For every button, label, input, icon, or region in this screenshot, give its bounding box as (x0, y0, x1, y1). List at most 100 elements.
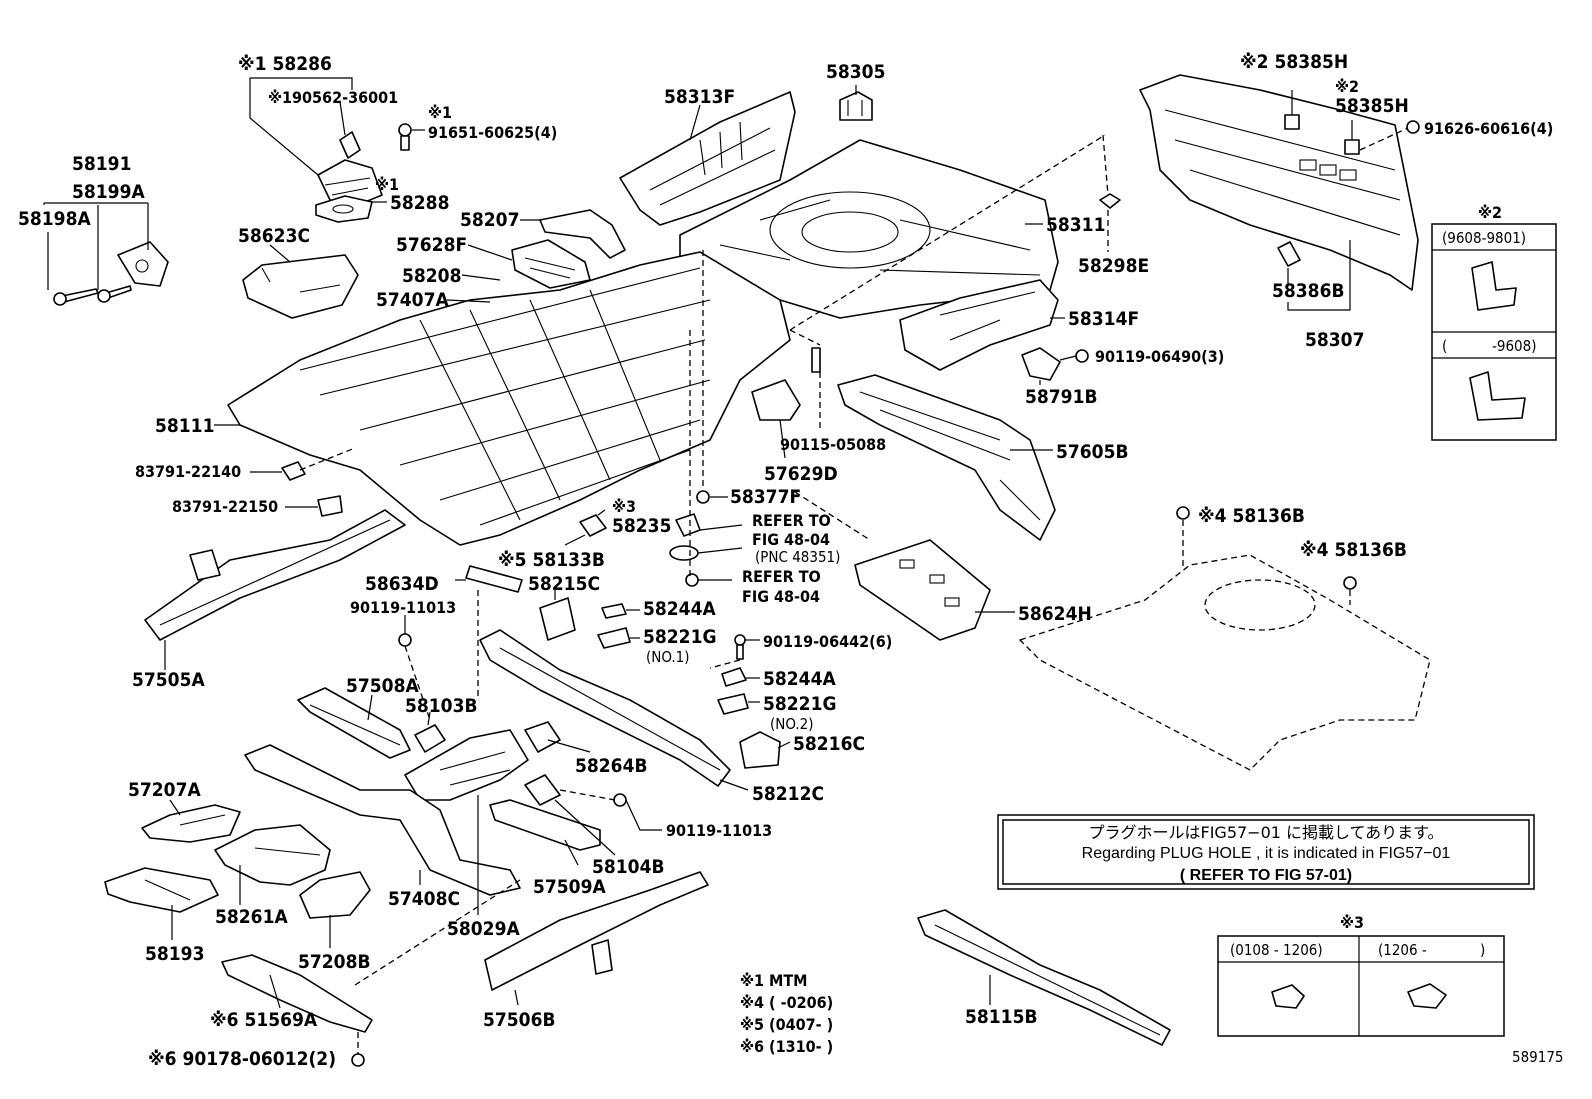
label-58207: 58207 (460, 209, 519, 231)
inset3-part-b (1407, 983, 1447, 1009)
leader-lines (43, 77, 1409, 1054)
part-57509A-shape (489, 799, 601, 851)
label-58029A: 58029A (447, 918, 520, 940)
label-51569A: ※6 51569A (210, 1009, 318, 1031)
inset2-bracket-a (1471, 261, 1517, 311)
label-refer1-a: REFER TO (752, 511, 831, 530)
inset3-col1-label: (0108 - 1206) (1230, 941, 1323, 959)
label-57508A: 57508A (346, 675, 419, 697)
label-58244A-2: 58244A (763, 668, 836, 690)
note-english: Regarding PLUG HOLE , it is indicated in… (1082, 845, 1451, 862)
part-58288-shape (315, 195, 373, 223)
label-refer1-c: (PNC 48351) (755, 548, 840, 566)
part-58215C-shape (539, 597, 576, 641)
label-57506B: 57506B (483, 1009, 556, 1031)
label-58288-mark: ※1 (375, 175, 399, 194)
label-58115B: 58115B (965, 1006, 1038, 1028)
legend-5: ※5 (0407- ) (740, 1015, 833, 1034)
part-57207A-shape (141, 804, 241, 843)
label-58305: 58305 (826, 61, 885, 83)
label-58235-mark: ※3 (612, 497, 636, 516)
label-58385H-b: 58385H (1335, 95, 1409, 117)
label-58314F: 58314F (1068, 308, 1139, 330)
bolt-90119-11013-a-shape (398, 633, 412, 647)
label-57605B: 57605B (1056, 441, 1129, 463)
label-58216C: 58216C (793, 733, 865, 755)
label-58261A: 58261A (215, 906, 288, 928)
part-58111-shape (227, 251, 791, 546)
label-58313F: 58313F (664, 86, 735, 108)
part-57605B-shape (837, 374, 1056, 541)
label-58212C: 58212C (752, 783, 824, 805)
part-58623C-shape (242, 254, 359, 319)
plug-hole-note: プラグホールはFIG57−01 に掲載してあります。 Regarding PLU… (997, 814, 1535, 890)
part-58235-shape (579, 514, 607, 537)
note-refer: ( REFER TO FIG 57-01) (1180, 867, 1352, 884)
part-58193-shape (104, 867, 219, 913)
part-labels: ※1 58286 ※190562-36001 ※1 91651-60625(4)… (18, 51, 1553, 1070)
label-58634D: 58634D (365, 573, 439, 595)
label-refer1-b: FIG 48-04 (752, 530, 830, 549)
legend-6: ※6 (1310- ) (740, 1037, 833, 1056)
figure-id: 589175 (1512, 1048, 1564, 1066)
part-58386B-shape (1277, 241, 1301, 267)
part-58103B-shape (414, 724, 446, 753)
label-57408C: 57408C (388, 888, 460, 910)
part-58216C-shape (739, 731, 781, 769)
inset2-bracket-b (1469, 371, 1526, 421)
note-japanese: プラグホールはFIG57−01 に掲載してあります。 (1089, 823, 1444, 842)
label-58307: 58307 (1305, 329, 1364, 351)
inset3-col2-label: (1206 - (1378, 941, 1427, 959)
part-58634D-shape (465, 565, 523, 593)
label-91626-60616: 91626-60616(4) (1424, 119, 1553, 138)
label-58386B: 58386B (1272, 280, 1345, 302)
part-58307-shape (1139, 74, 1419, 291)
part-58314F-shape (899, 279, 1059, 371)
label-57207A: 57207A (128, 779, 201, 801)
label-57505A: 57505A (132, 669, 205, 691)
label-58623C: 58623C (238, 225, 310, 247)
part-58207-shape (539, 209, 626, 259)
part-58791B-shape (1021, 347, 1089, 381)
label-58298E: 58298E (1078, 255, 1149, 277)
inset2-row2-label: -9608) (1492, 337, 1536, 355)
bolt-90115-shape (811, 347, 821, 373)
label-58288: 58288 (390, 192, 449, 214)
part-58313F-shape (619, 91, 796, 226)
inset-variant-2: ※2 (9608-9801) ( -9608) (1431, 203, 1557, 441)
inset2-row2-open: ( (1442, 337, 1447, 355)
label-58221G-2: 58221G (763, 693, 837, 715)
part-57508A-shape (297, 687, 411, 759)
part-58221G-1-shape (597, 627, 631, 649)
label-90115-05088: 90115-05088 (780, 435, 886, 454)
label-58104B: 58104B (592, 856, 665, 878)
label-58133B: ※5 58133B (498, 549, 605, 571)
label-90119-11013-a: 90119-11013 (350, 598, 456, 617)
label-58311: 58311 (1046, 214, 1105, 236)
part-58305-shape (839, 91, 873, 121)
part-floor-plate-shape (1018, 506, 1431, 771)
bolt-91626-shape (1406, 120, 1420, 134)
label-83791-22140: 83791-22140 (135, 462, 241, 481)
legend-1: ※1 MTM (740, 971, 808, 990)
label-57208B: 57208B (298, 951, 371, 973)
label-58191: 58191 (72, 153, 131, 175)
label-58198A: 58198A (18, 208, 91, 230)
label-58286: ※1 58286 (238, 53, 332, 75)
label-refer2-a: REFER TO (742, 567, 821, 586)
legend-4: ※4 ( -0206) (740, 993, 833, 1012)
label-90119-11013-b: 90119-11013 (666, 821, 772, 840)
label-58624H: 58624H (1018, 603, 1092, 625)
part-58311-shape (679, 139, 1059, 319)
label-58208: 58208 (402, 265, 461, 287)
label-58111: 58111 (155, 415, 214, 437)
label-58221G-2-note: (NO.2) (770, 715, 814, 733)
bolt-90119-06442-shape (734, 634, 746, 660)
inset3-col2-close: ) (1480, 941, 1485, 959)
inset2-row1-label: (9608-9801) (1442, 229, 1526, 247)
part-57629D-shape (751, 379, 801, 421)
label-58221G-1-note: (NO.1) (646, 648, 690, 666)
part-57506B-shape (484, 871, 709, 991)
part-83791-22150-shape (317, 495, 343, 517)
label-58199A: 58199A (72, 181, 145, 203)
